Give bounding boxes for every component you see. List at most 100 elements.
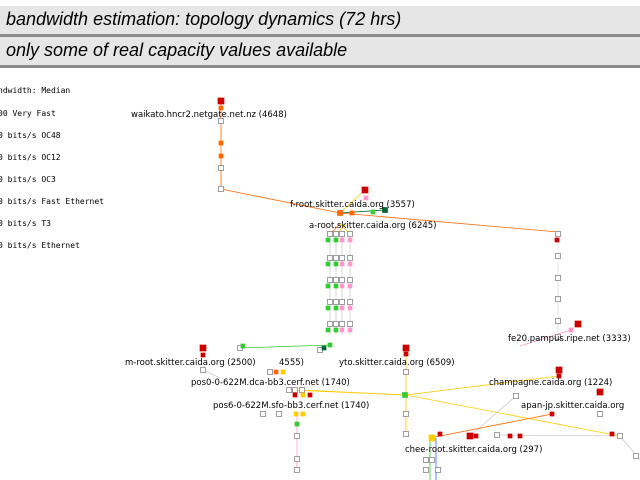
node-label-a-root: a-root.skitter.caida.org (6245): [309, 221, 437, 231]
router-node: [325, 305, 331, 311]
router-node: [423, 457, 429, 463]
node-label-apan: apan-jp.skitter.caida.org: [521, 401, 624, 411]
router-node: [349, 210, 355, 216]
router-node: [333, 237, 339, 243]
router-node: [597, 411, 603, 417]
router-node: [333, 321, 339, 327]
router-node: [513, 393, 519, 399]
title-band: bandwidth estimation: topology dynamics …: [0, 6, 640, 34]
edge-layer: [202, 101, 640, 480]
router-node: [292, 387, 298, 393]
router-node: [403, 411, 409, 417]
router-node: [333, 327, 339, 333]
router-node: [633, 453, 639, 459]
router-node: [466, 432, 474, 440]
router-node: [286, 387, 292, 393]
router-node: [617, 433, 623, 439]
router-node: [325, 283, 331, 289]
router-node: [280, 369, 286, 375]
router-node: [382, 207, 388, 213]
legend-item: 0 bits/s Ethernet: [0, 241, 80, 250]
router-node: [403, 431, 409, 437]
router-node: [339, 277, 345, 283]
router-node: [327, 255, 333, 261]
router-node: [435, 467, 441, 473]
router-node: [199, 344, 207, 352]
page-subtitle: only some of real capacity values availa…: [6, 40, 348, 60]
router-node: [347, 231, 353, 237]
router-node: [555, 366, 563, 374]
router-node: [555, 296, 561, 302]
router-node: [339, 231, 345, 237]
node-label-m-root-extra: 4555): [279, 358, 304, 368]
router-node: [429, 457, 435, 463]
node-label-pos6: pos6-0-622M.sfo-bb3.cerf.net (1740): [213, 401, 369, 411]
node-label-pos0: pos0-0-622M.dca-bb3.cerf.net (1740): [191, 378, 350, 388]
router-node: [347, 299, 353, 305]
router-node: [299, 387, 305, 393]
router-node: [325, 237, 331, 243]
router-node: [200, 367, 206, 373]
node-label-champagne: champagne.caida.org (1224): [489, 378, 612, 388]
router-node: [494, 432, 500, 438]
router-node: [339, 261, 345, 267]
router-node: [327, 277, 333, 283]
router-node: [339, 237, 345, 243]
topology-link: [339, 209, 386, 214]
router-node: [218, 118, 224, 124]
router-node: [300, 392, 306, 398]
router-node: [428, 434, 436, 442]
router-node: [294, 421, 300, 427]
router-node: [333, 277, 339, 283]
router-node: [218, 165, 224, 171]
page-title: bandwidth estimation: topology dynamics …: [6, 9, 402, 29]
title-divider: [0, 34, 640, 37]
router-node: [294, 433, 300, 439]
router-node: [549, 411, 555, 417]
router-node: [402, 392, 408, 398]
node-label-f-root: f-root.skitter.caida.org (3557): [290, 200, 415, 210]
router-node: [361, 186, 369, 194]
router-node: [347, 305, 353, 311]
legend-item: 0 bits/s OC12: [0, 153, 61, 162]
router-node: [294, 467, 300, 473]
router-node: [402, 344, 410, 352]
router-node: [339, 283, 345, 289]
node-label-fe20: fe20.pampus.ripe.net (3333): [508, 334, 631, 344]
router-node: [339, 255, 345, 261]
router-node: [327, 299, 333, 305]
router-node: [556, 373, 562, 379]
router-node: [300, 411, 306, 417]
topology-link: [496, 434, 621, 437]
router-node: [568, 327, 574, 333]
router-node: [218, 186, 224, 192]
router-node: [555, 334, 561, 340]
router-node: [507, 433, 513, 439]
router-node: [333, 299, 339, 305]
router-node: [218, 105, 224, 111]
router-node: [218, 153, 224, 159]
router-node: [347, 237, 353, 243]
router-node: [596, 388, 604, 396]
router-node: [347, 321, 353, 327]
topology-link: [239, 344, 331, 349]
router-node: [327, 321, 333, 327]
router-node: [294, 456, 300, 462]
router-node: [437, 431, 443, 437]
router-node: [370, 209, 376, 215]
router-node: [347, 261, 353, 267]
router-node: [293, 411, 299, 417]
router-node: [554, 237, 560, 243]
router-node: [339, 305, 345, 311]
node-label-waikato: waikato.hncr2.netgate.net.nz (4648): [131, 110, 287, 120]
legend-item: 0 bits/s OC3: [0, 175, 56, 184]
router-node: [517, 433, 523, 439]
router-node: [337, 210, 343, 216]
router-node: [423, 467, 429, 473]
router-node: [327, 342, 333, 348]
topology-link: [301, 389, 407, 396]
topology-link: [405, 375, 560, 396]
router-node: [333, 255, 339, 261]
router-node: [574, 320, 582, 328]
